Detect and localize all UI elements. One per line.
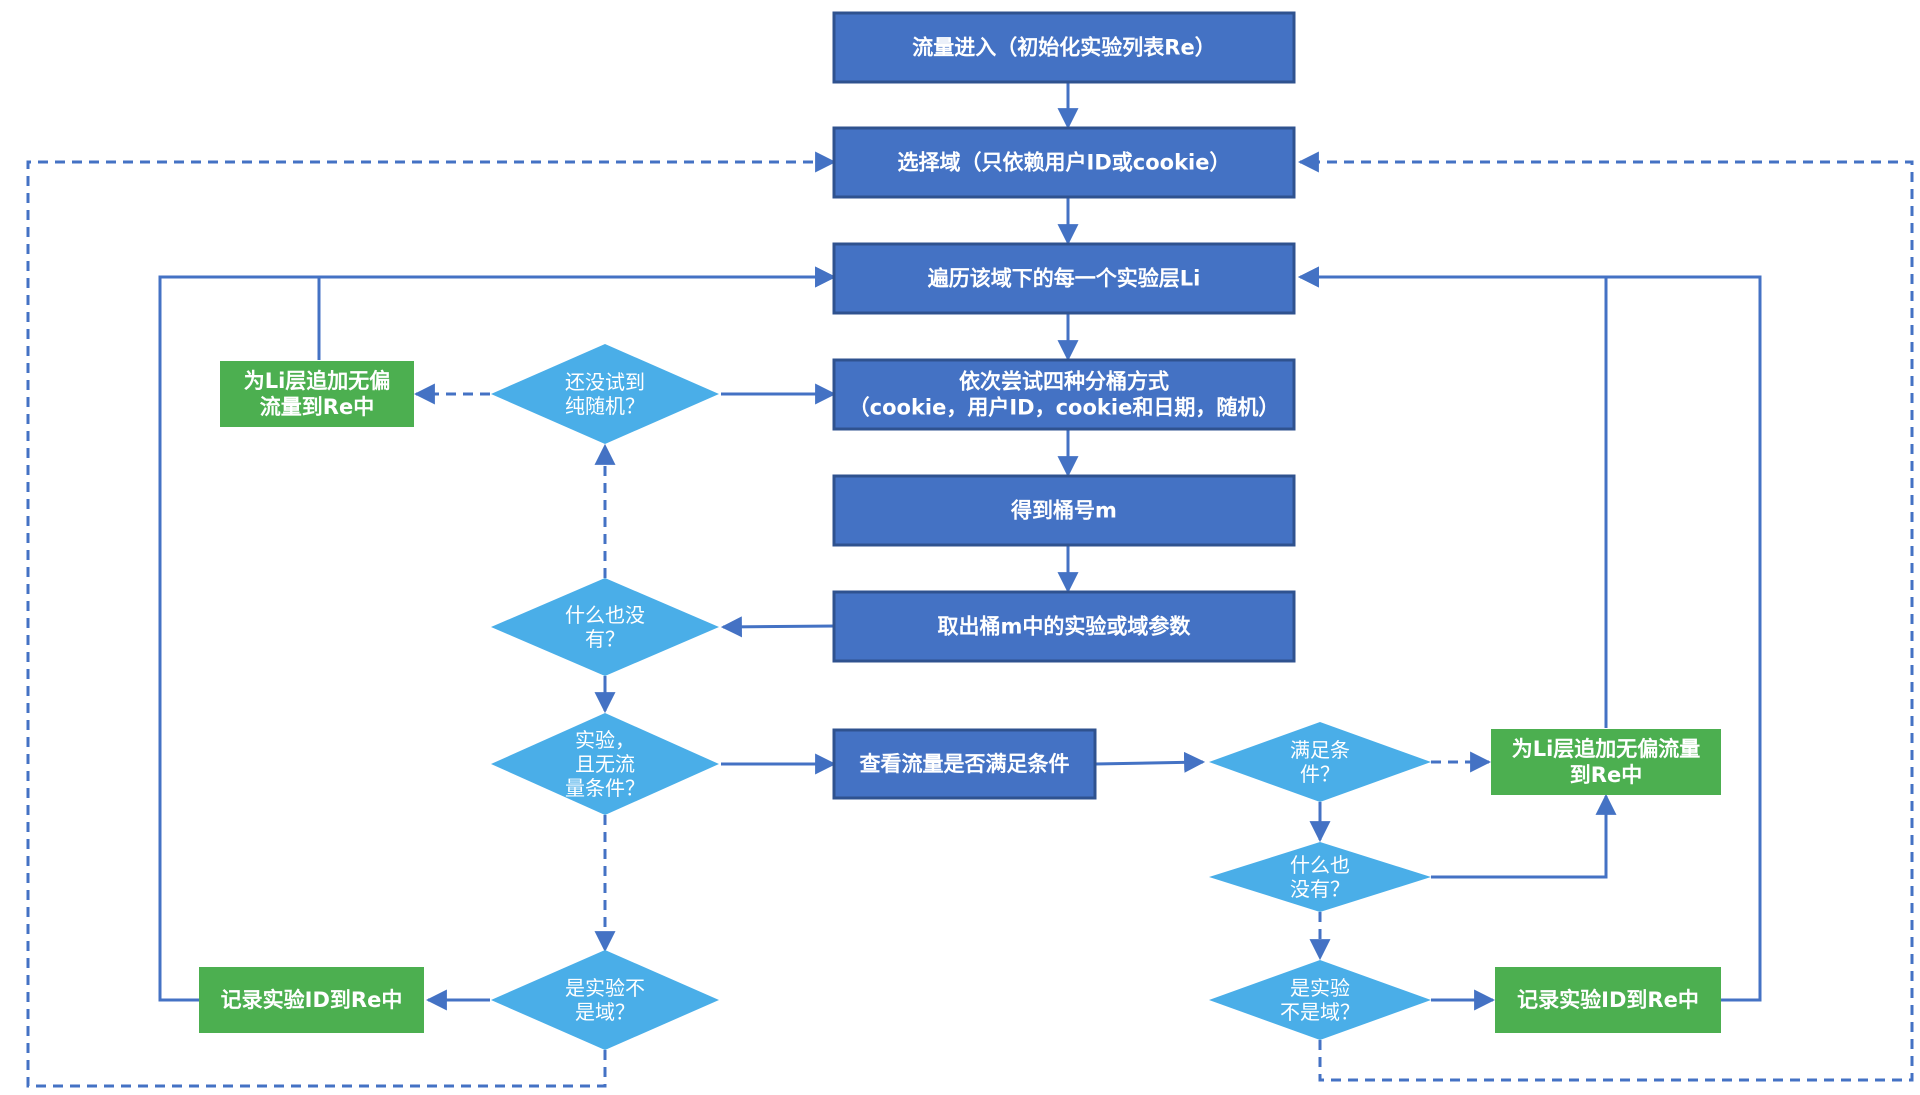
edge-notdomain-left-to-select bbox=[26, 151, 837, 1088]
q-experiment-no-cond-label-2: 且无流 bbox=[575, 752, 635, 776]
q-exp-not-domain-right-diamond bbox=[1209, 960, 1431, 1040]
get-params-label-1: 取出桶m中的实验或域参数 bbox=[938, 615, 1192, 639]
try-bucketing-rect bbox=[832, 358, 1296, 431]
q-nothing-right-diamond bbox=[1209, 842, 1431, 912]
traffic-in-label-1: 流量进入（初始化实验列表Re） bbox=[912, 36, 1215, 60]
traffic-in-rect bbox=[832, 11, 1296, 84]
iterate-layers-rect bbox=[832, 242, 1296, 315]
record-left-rect bbox=[199, 967, 424, 1033]
check-conditions-box: 查看流量是否满足条件 bbox=[832, 728, 1097, 800]
add-unbiased-right-label-1: 为Li层追加无偏流量 bbox=[1512, 737, 1701, 761]
add-unbiased-left-label-1: 为Li层追加无偏 bbox=[244, 369, 391, 393]
q-nothing-left-label-2: 有？ bbox=[585, 627, 625, 651]
edge-check-to-meets bbox=[1094, 751, 1206, 773]
connector-lines bbox=[26, 82, 1914, 1088]
record-right-label-1: 记录实验ID到Re中 bbox=[1517, 988, 1699, 1012]
q-experiment-no-cond-label-3: 量条件？ bbox=[565, 776, 645, 800]
q-exp-not-domain-right-label-2: 不是域？ bbox=[1280, 1000, 1360, 1024]
q-exp-not-domain-left-label-1: 是实验不 bbox=[565, 976, 645, 1000]
q-not-random-label-1: 还没试到 bbox=[565, 370, 645, 394]
q-experiment-no-cond-diamond bbox=[491, 713, 719, 815]
edge-notdomain-right-to-select bbox=[1297, 151, 1914, 1082]
q-meets-cond-diamond bbox=[1209, 722, 1431, 802]
try-bucketing-box: 依次尝试四种分桶方式（cookie，用户ID，cookie和日期，随机） bbox=[832, 358, 1296, 431]
q-nothing-right-label-2: 没有？ bbox=[1290, 877, 1350, 901]
add-unbiased-left-rect bbox=[220, 361, 414, 427]
select-domain-rect bbox=[832, 126, 1296, 199]
edge-params-to-nothing bbox=[720, 616, 837, 638]
edge-unbiased-left-to-iterate bbox=[317, 266, 837, 360]
traffic-in-box: 流量进入（初始化实验列表Re） bbox=[832, 11, 1296, 84]
iterate-layers-label-1: 遍历该域下的每一个实验层Li bbox=[928, 267, 1201, 291]
add-unbiased-left-label-2: 流量到Re中 bbox=[260, 395, 374, 419]
q-not-random-label-2: 纯随机？ bbox=[565, 394, 645, 418]
edge-unbiased-right-to-iterate bbox=[1297, 266, 1608, 728]
q-exp-not-domain-right-label-1: 是实验 bbox=[1290, 976, 1350, 1000]
q-experiment-no-cond-label-1: 实验， bbox=[575, 728, 635, 752]
q-nothing-left-diamond bbox=[491, 578, 719, 676]
get-bucket-rect bbox=[832, 474, 1296, 547]
record-left-box: 记录实验ID到Re中 bbox=[199, 967, 424, 1033]
add-unbiased-right-label-2: 到Re中 bbox=[1570, 763, 1642, 787]
get-bucket-label-1: 得到桶号m bbox=[1010, 499, 1117, 523]
q-meets-cond-decision: 满足条件？ bbox=[1209, 722, 1431, 802]
check-conditions-rect bbox=[832, 728, 1097, 800]
record-left-label-1: 记录实验ID到Re中 bbox=[221, 988, 403, 1012]
edge-nothing-right-to-unbiased bbox=[1431, 793, 1617, 879]
q-exp-not-domain-left-label-2: 是域？ bbox=[575, 1000, 635, 1024]
select-domain-box: 选择域（只依赖用户ID或cookie） bbox=[832, 126, 1296, 199]
check-conditions-label-1: 查看流量是否满足条件 bbox=[860, 752, 1070, 776]
select-domain-label-1: 选择域（只依赖用户ID或cookie） bbox=[898, 151, 1231, 175]
get-params-rect bbox=[832, 590, 1296, 663]
q-meets-cond-label-1: 满足条 bbox=[1290, 738, 1350, 762]
flowchart-nodes: 流量进入（初始化实验列表Re） 选择域（只依赖用户ID或cookie） 遍历该域下的… bbox=[199, 11, 1721, 1050]
q-exp-not-domain-left-diamond bbox=[491, 950, 719, 1050]
q-nothing-left-label-1: 什么也没 bbox=[565, 603, 645, 627]
record-right-rect bbox=[1495, 967, 1721, 1033]
edge-record-left-to-iterate bbox=[158, 266, 837, 1002]
add-unbiased-right-rect bbox=[1491, 729, 1721, 795]
get-bucket-box: 得到桶号m bbox=[832, 474, 1296, 547]
try-bucketing-label-1: 依次尝试四种分桶方式 bbox=[959, 370, 1169, 394]
get-params-box: 取出桶m中的实验或域参数 bbox=[832, 590, 1296, 663]
record-right-box: 记录实验ID到Re中 bbox=[1495, 967, 1721, 1033]
iterate-layers-box: 遍历该域下的每一个实验层Li bbox=[832, 242, 1296, 315]
q-nothing-right-label-1: 什么也 bbox=[1290, 853, 1350, 877]
q-meets-cond-label-2: 件？ bbox=[1300, 762, 1340, 786]
q-not-random-diamond bbox=[491, 344, 719, 444]
try-bucketing-label-2: （cookie，用户ID，cookie和日期，随机） bbox=[849, 396, 1280, 420]
